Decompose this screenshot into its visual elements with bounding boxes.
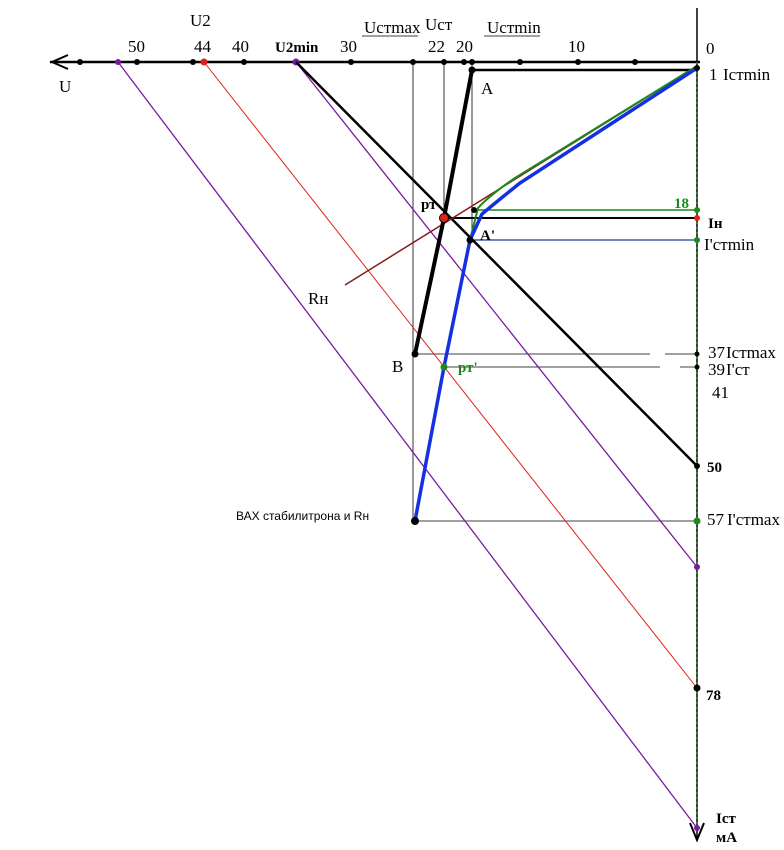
combined-characteristic	[413, 65, 698, 522]
top-labels: U 50 U2 44 40 U2min 30 Uстmax Uст 22 20 …	[59, 11, 715, 96]
tick-39: 39	[708, 360, 725, 379]
axes	[49, 8, 705, 843]
point-b-label: B	[392, 357, 403, 376]
ustmin-label: Uстmin	[487, 18, 541, 37]
u2min-label: U2min	[275, 40, 319, 56]
tick-57: 57	[707, 510, 725, 529]
tick-50: 50	[128, 37, 145, 56]
load-line-u2min	[295, 61, 698, 568]
u-axis-arrow-icon	[49, 54, 69, 70]
tick-41: 41	[712, 383, 729, 402]
load-line-50	[117, 61, 698, 829]
tick-1: 1	[709, 65, 718, 84]
right-labels: 1 Iстmin 18 Iн I'стmin 37 Iстmax 39 I'ст…	[674, 65, 780, 846]
i-guides	[415, 68, 697, 522]
tick-30: 30	[340, 37, 357, 56]
i-axis-unit: мА	[716, 830, 737, 846]
tick-22: 22	[428, 37, 445, 56]
u2-label: U2	[190, 11, 211, 30]
ust-label: Uст	[425, 15, 453, 34]
tick-10: 10	[568, 37, 585, 56]
i-axis-dots	[693, 65, 701, 831]
ustmax-label: Uстmax	[364, 18, 421, 37]
diagram-caption: ВАХ стабилитрона и Rн	[236, 509, 369, 523]
key-points	[411, 66, 477, 525]
point-rt-prime-label: рт'	[458, 360, 478, 376]
load-line-black	[295, 61, 698, 467]
point-a-prime-label: A'	[480, 228, 495, 244]
rn-label: Rн	[308, 289, 328, 308]
tick-50-i: 50	[707, 460, 722, 476]
istmin-prime-label: I'стmin	[704, 235, 755, 254]
u-guides	[362, 35, 540, 522]
istmin-label: Iстmin	[723, 65, 771, 84]
i-axis-label: Iст	[716, 811, 736, 827]
in-label: Iн	[708, 216, 723, 232]
origin-label: 0	[706, 39, 715, 58]
load-line-44	[203, 61, 698, 689]
tick-18: 18	[674, 196, 689, 212]
ist-prime-label: I'ст	[726, 360, 750, 379]
tick-40: 40	[232, 37, 249, 56]
point-labels: A рт A' B рт' Rн ВАХ стабилитрона и Rн	[236, 79, 495, 523]
istmax-label: Iстmax	[726, 343, 776, 362]
load-lines	[117, 61, 698, 829]
tick-20: 20	[456, 37, 473, 56]
u-axis-label: U	[59, 77, 71, 96]
tick-78: 78	[706, 688, 721, 704]
i-axis-arrow-icon	[689, 822, 705, 843]
tick-44: 44	[194, 37, 212, 56]
tick-37: 37	[708, 343, 726, 362]
istmax-prime-label: I'стmax	[727, 510, 780, 529]
point-rt-label: рт	[421, 197, 437, 213]
point-a-label: A	[481, 79, 494, 98]
